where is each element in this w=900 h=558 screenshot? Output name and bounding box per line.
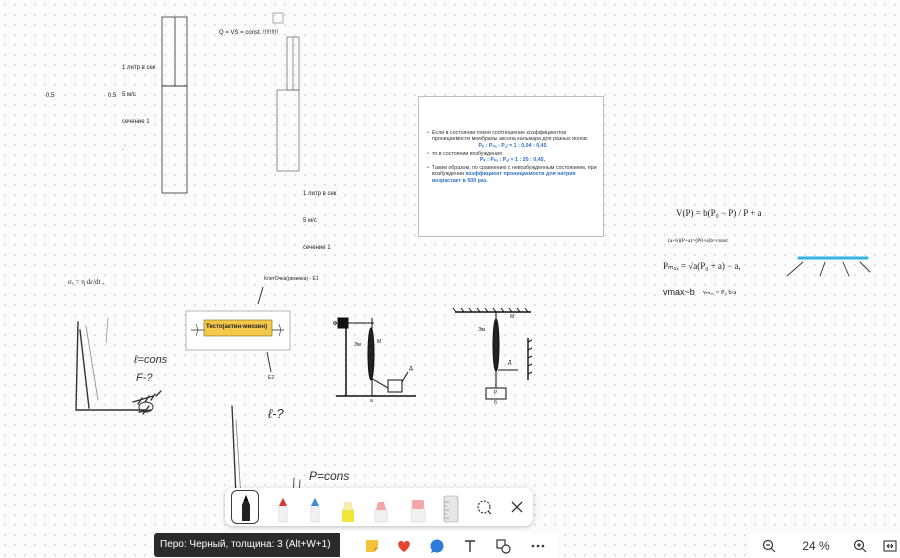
- fig-b-label: M: [510, 314, 515, 320]
- fig-a-label: Эм: [354, 342, 361, 348]
- pen-tray: [225, 488, 533, 526]
- fit-to-screen-icon[interactable]: [881, 536, 899, 555]
- yellow-highlighter-tool[interactable]: [333, 490, 361, 524]
- zoom-bar: 24 %: [750, 533, 900, 558]
- pipe-diagram-mid: [272, 12, 300, 172]
- bullet-text: Если в состоянии покоя соотношение коэфф…: [432, 130, 589, 143]
- value-label: 0.5: [46, 93, 55, 99]
- cell-model-drawing: [185, 286, 291, 373]
- flow-note-top: 1 литр в сек 5 м/с сечение 1 .: [122, 46, 155, 163]
- fig-a-label: M: [377, 339, 382, 345]
- slide-card[interactable]: Если в состоянии покоя соотношение коэфф…: [418, 96, 604, 237]
- text-icon[interactable]: [459, 536, 481, 556]
- note-line: 1 литр в сек: [303, 191, 337, 197]
- fig-a-label: Дᵣ: [409, 366, 414, 372]
- formula-vmax-label: vmax~b: [663, 287, 695, 297]
- e2-label: E2: [268, 375, 275, 381]
- handwriting-p-cons: P=cons: [309, 469, 350, 483]
- hand-graph-left: [75, 317, 162, 415]
- formula-pmax: Pₘₐₓ = √a(P₀ + a) − a,: [663, 261, 741, 271]
- slide-equation: Pₖ : Pₙₐ : P꜀ₗ = 1 : 0,04 : 0,45: [478, 142, 547, 149]
- pen-tooltip: Перо: Черный, толщина: 3 (Alt+W+1): [154, 533, 342, 557]
- slide-equation: Pₖ : Pₙₐ : P꜀ₗ = 1 : 20 : 0,45,: [479, 157, 546, 164]
- formula-v-of-p: V(P) = b(P₀ − P) / P + a: [676, 208, 762, 218]
- cyan-bar-drawing: [786, 256, 871, 277]
- lasso-icon[interactable]: [470, 490, 498, 524]
- bullet-text: Таким образом, по сравнению с невозбужде…: [432, 165, 597, 178]
- slide-bullet: Таким образом, по сравнению с невозбужде…: [427, 165, 603, 184]
- slide-bullets: Если в состоянии покоя соотношение коэфф…: [419, 130, 603, 184]
- blue-pen-tool[interactable]: [301, 490, 329, 524]
- value-label: 0.5: [108, 93, 117, 99]
- red-pen-tool[interactable]: [269, 490, 297, 524]
- bullet-highlight: коэффициент проницаемости для натрия воз…: [432, 171, 576, 184]
- pipe-diagram-left: [161, 16, 188, 194]
- slide-bullet: Если в состоянии покоя соотношение коэфф…: [427, 130, 603, 149]
- fig-b-label: Д: [508, 360, 512, 366]
- note-line: 1 литр в сек: [122, 65, 156, 71]
- note-line: сечение 1: [303, 245, 331, 251]
- flow-note-mid: 1 литр в сек 5 м/с сечение 1: [303, 172, 336, 262]
- handwriting-f-question: F-?: [136, 372, 153, 384]
- eraser-tool[interactable]: [403, 490, 431, 524]
- pink-marker-tool[interactable]: [366, 490, 394, 524]
- formula-hill: (a+b)(P+a)=(P0+a)b=const: [668, 238, 728, 244]
- formula-vmax: vₘₐₓ = P₀ b/a: [703, 289, 737, 296]
- handwriting-l-cons: ℓ=cons: [134, 354, 168, 366]
- fig-b-label: Эм: [478, 327, 485, 333]
- note-line: .: [122, 146, 124, 152]
- note-line: 5 м/с: [122, 92, 136, 98]
- slide-bullet: то в состоянии возбуждения Pₖ : Pₙₐ : P꜀…: [427, 151, 603, 164]
- bottom-toolbar: [340, 533, 558, 558]
- muscle-figure-b: [452, 307, 533, 400]
- handwriting-l-question: ℓ-?: [268, 406, 284, 421]
- more-icon[interactable]: [527, 536, 549, 556]
- muscle-figure-a: [336, 317, 416, 397]
- zoom-level[interactable]: 24 %: [802, 538, 830, 553]
- fig-b-caption: б: [494, 400, 497, 406]
- fig-b-label: P: [494, 390, 498, 396]
- formula-sigma: σₓ = η dε/dt ,: [68, 278, 104, 286]
- fig-a-label: Ф: [333, 321, 338, 327]
- comment-icon[interactable]: [426, 536, 448, 556]
- heart-icon[interactable]: [393, 536, 415, 556]
- sticky-note-icon[interactable]: [361, 536, 383, 556]
- cell-label: КлетОчка(резинка) - Е1: [264, 276, 319, 282]
- ruler-tool[interactable]: [437, 490, 465, 524]
- zoom-out-icon[interactable]: [760, 536, 778, 555]
- shapes-icon[interactable]: [492, 536, 514, 556]
- fig-a-caption: а: [370, 398, 373, 404]
- note-line: сечение 1: [122, 119, 150, 125]
- note-line: 5 м/с: [303, 218, 317, 224]
- zoom-in-icon[interactable]: [851, 536, 869, 555]
- close-icon[interactable]: [503, 490, 531, 524]
- model-text: Тесто(актин-миозин): [206, 324, 268, 330]
- continuity-formula: Q = VS = const. !!!!!!!!!: [219, 30, 279, 36]
- black-pen-tool[interactable]: [231, 490, 259, 524]
- bullet-text: то в состоянии возбуждения: [432, 150, 502, 157]
